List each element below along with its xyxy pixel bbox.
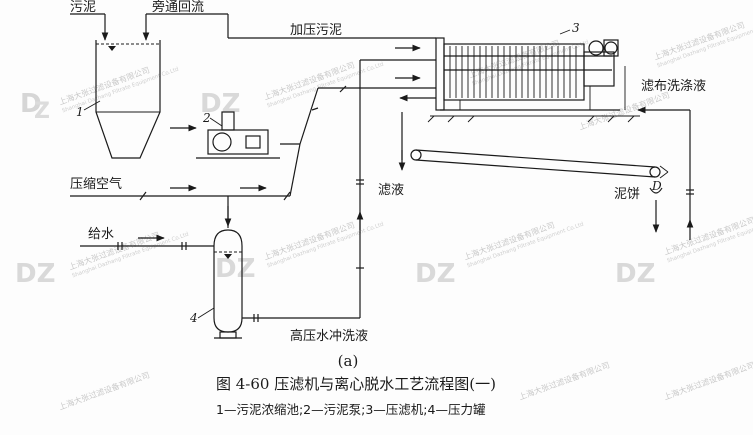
label-number-4: 4 [189,311,198,325]
cake-marker: D [651,179,662,193]
watermark-logo-text: DZ [215,254,255,284]
label-filtrate: 滤液 [378,183,404,198]
label-number-2: 2 [202,111,211,125]
label-water-supply: 给水 [88,227,114,242]
compressed-air-tick [139,191,147,201]
watermark-text: 上海大张过滤设备有限公司 [517,360,611,402]
svg-text:D: D [20,89,42,119]
compressed-air-tick-2 [283,191,291,201]
sludge-pump [196,111,280,159]
air-riser-tick [311,107,319,111]
label-number-1: 1 [76,105,84,119]
cake-discharge-chute [649,187,663,194]
label-pressurized-sludge: 加压污泥 [290,23,342,38]
label-bypass-return: 旁通回流 [152,0,204,15]
label-hp-wash: 高压水冲洗液 [290,328,368,344]
svg-text:Z: Z [34,99,50,124]
watermark-logo-text: DZ [415,259,455,289]
air-riser-tick-2 [339,85,347,93]
sludge-thickening-tank [83,40,161,159]
cake-conveyor [410,149,669,179]
filter-press [427,29,640,123]
watermark-logo-text: DZ [615,259,655,289]
press-foundation [427,115,640,123]
label-compressed-air: 压缩空气 [70,176,122,192]
watermark-text: 上海大张过滤设备有限公司 [662,360,753,402]
figure-legend: 1—污泥浓缩池;2—污泥泵;3—压滤机;4—压力罐 [216,402,486,417]
label-number-3: 3 [572,21,580,35]
watermark-text: 上海大张过滤设备有限公司 [577,90,671,132]
watermark-logo-text: DZ [15,259,55,289]
press-motor [588,39,619,57]
label-cake: 泥饼 [614,187,640,202]
subfigure-label: (a) [338,352,359,370]
label-cloth-wash: 滤布洗涤液 [641,79,706,94]
air-riser-diagonal [299,87,319,145]
watermark-logo: D Z [20,89,50,124]
compressed-air-riser [289,143,301,197]
watermark-text: 上海大张过滤设备有限公司 [57,370,151,412]
figure-caption: 图 4-60 压滤机与离心脱水工艺流程图(一) [216,375,496,393]
filter-plates [449,46,577,98]
label-sludge: 污泥 [70,0,96,15]
